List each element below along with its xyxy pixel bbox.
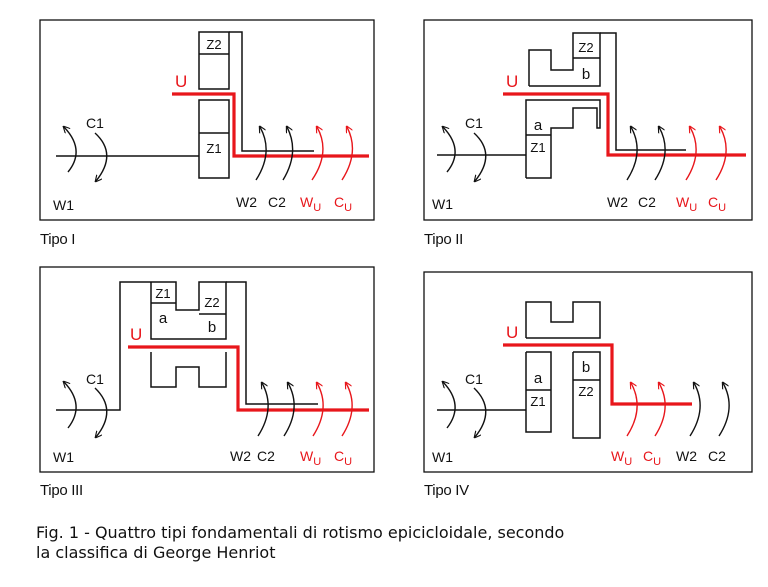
- label-wu: WU: [300, 194, 321, 214]
- carrier-u: [503, 92, 746, 157]
- label-c1: C1: [86, 115, 104, 131]
- rotation-arrow-cu: [341, 383, 353, 437]
- label-b: b: [582, 359, 590, 376]
- gear-upper: [525, 301, 601, 339]
- gear-z1a-z2b: [150, 281, 227, 340]
- label-z2: Z2: [204, 295, 219, 310]
- label-w1: W1: [432, 449, 453, 465]
- label-w1: W1: [53, 197, 74, 213]
- caption-line-2: la classifica di George Henriot: [36, 543, 276, 562]
- rotation-arrow-wu: [685, 127, 697, 181]
- label-cu: CU: [334, 194, 352, 214]
- caption-line-1: Fig. 1 - Quattro tipi fondamentali di ro…: [36, 523, 565, 542]
- rotation-arrow-w2: [689, 383, 701, 437]
- carrier-u: [503, 343, 692, 406]
- output-arm: [226, 281, 318, 405]
- rotation-arrow-w1: [64, 382, 77, 429]
- carrier-u: [172, 92, 369, 158]
- label-z2: Z2: [206, 37, 221, 52]
- rotation-arrow-w1: [443, 127, 456, 173]
- gear-z1: [198, 99, 230, 179]
- rotation-arrow-w1: [443, 382, 456, 429]
- panel-label-tipo-1: Tipo I: [40, 231, 76, 248]
- rotation-arrow-wu: [626, 383, 638, 437]
- rotation-arrow-c2: [283, 383, 295, 437]
- gear-a-z1: [525, 351, 552, 433]
- rotation-arrow-w2: [255, 127, 267, 181]
- rotation-arrow-cu: [654, 383, 666, 437]
- rotation-arrow-w2: [626, 127, 638, 181]
- label-cu: CU: [643, 448, 661, 468]
- label-u: U: [506, 72, 518, 91]
- label-z1: Z1: [155, 286, 170, 301]
- panel-label-tipo-2: Tipo II: [424, 231, 464, 248]
- output-arm: [600, 32, 686, 151]
- carrier-u: [128, 345, 369, 412]
- label-w2: W2: [236, 194, 257, 210]
- rotation-arrow-w1: [64, 127, 77, 173]
- panel-tipo-2: Z2 b a Z1 U C1 W1 W2 C2 WU CU: [423, 19, 753, 221]
- label-c1: C1: [465, 371, 483, 387]
- panel-frame: [423, 271, 753, 473]
- label-a: a: [159, 310, 168, 327]
- rotation-arrow-wu: [312, 383, 324, 437]
- label-c1: C1: [465, 115, 483, 131]
- label-w2: W2: [230, 448, 251, 464]
- label-w1: W1: [432, 196, 453, 212]
- gear-lower: [150, 352, 227, 388]
- gear-z2: [198, 31, 230, 90]
- panel-tipo-4: a Z1 b Z2 U C1 W1 WU CU W2 C2: [423, 271, 753, 473]
- label-z1: Z1: [530, 140, 545, 155]
- label-c2: C2: [638, 194, 656, 210]
- panel-label-tipo-4: Tipo IV: [424, 482, 469, 499]
- panel-frame: [423, 19, 753, 221]
- label-c2: C2: [257, 448, 275, 464]
- rotation-arrow-c1: [95, 387, 108, 437]
- input-arm: [56, 281, 151, 411]
- panel-tipo-3: Z1 a Z2 b U C1 W1 W2 C2 WU CU: [39, 266, 375, 473]
- label-w1: W1: [53, 449, 74, 465]
- rotation-arrow-w2: [257, 383, 269, 437]
- label-z1: Z1: [530, 394, 545, 409]
- gear-a-z1: [525, 99, 601, 179]
- rotation-arrow-c2: [282, 127, 294, 181]
- gear-z2-b: [528, 32, 601, 87]
- panel-frame: [39, 266, 375, 473]
- label-c2: C2: [708, 448, 726, 464]
- rotation-arrow-wu: [311, 127, 324, 181]
- rotation-arrow-c2: [718, 383, 730, 437]
- label-c2: C2: [268, 194, 286, 210]
- label-z1: Z1: [206, 141, 221, 156]
- label-u: U: [130, 325, 142, 344]
- label-z2: Z2: [578, 384, 593, 399]
- label-w2: W2: [607, 194, 628, 210]
- label-z2: Z2: [578, 40, 593, 55]
- label-u: U: [175, 72, 187, 91]
- rotation-arrow-cu: [341, 127, 354, 181]
- label-cu: CU: [708, 194, 726, 214]
- panel-frame: [39, 19, 375, 221]
- output-arm: [229, 31, 314, 152]
- rotation-arrow-c1: [474, 387, 487, 437]
- label-wu: WU: [300, 448, 321, 468]
- rotation-arrow-c1: [474, 132, 487, 181]
- label-wu: WU: [676, 194, 697, 214]
- panel-tipo-1: Z2 Z1 U C1 W1 W2 C2 WU CU: [39, 19, 375, 221]
- label-wu: WU: [611, 448, 632, 468]
- label-a: a: [534, 370, 543, 387]
- panel-label-tipo-3: Tipo III: [40, 482, 83, 499]
- label-b: b: [582, 66, 590, 83]
- figure-caption: Fig. 1 - Quattro tipi fondamentali di ro…: [36, 523, 756, 563]
- label-c1: C1: [86, 371, 104, 387]
- label-w2: W2: [676, 448, 697, 464]
- label-cu: CU: [334, 448, 352, 468]
- label-u: U: [506, 323, 518, 342]
- rotation-arrow-c2: [654, 127, 666, 181]
- gear-b-z2: [572, 351, 601, 439]
- label-b: b: [208, 319, 216, 336]
- label-a: a: [534, 117, 543, 134]
- rotation-arrow-cu: [715, 127, 727, 181]
- rotation-arrow-c1: [95, 132, 108, 181]
